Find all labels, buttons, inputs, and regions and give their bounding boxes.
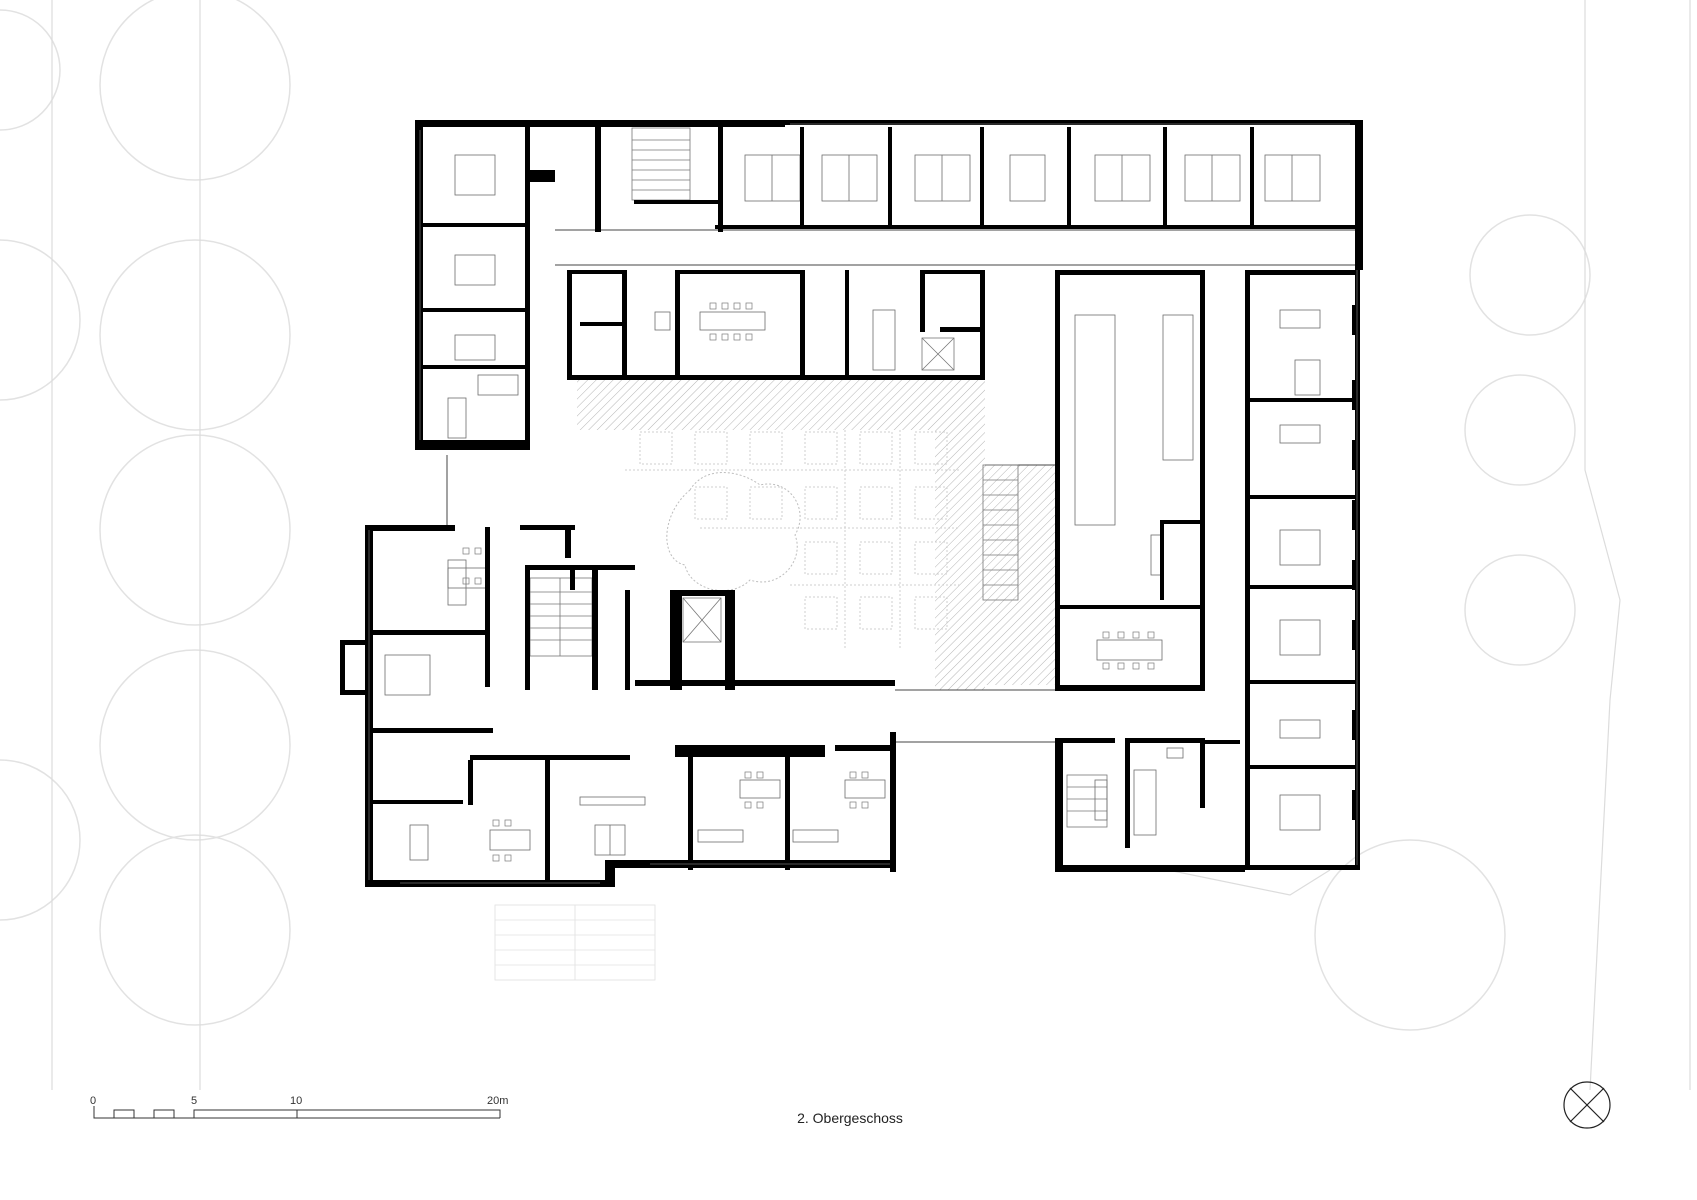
scale-tick-10: 10 [290,1095,303,1107]
scale-tick-20m: 20m [487,1095,509,1107]
scale-bar [93,1106,501,1119]
chairs [462,302,1155,862]
site-lines [51,0,1691,1091]
thin-lines [446,229,1355,743]
scale-tick-5: 5 [191,1095,198,1107]
site-trees [0,0,1591,1031]
courtyard [577,378,1055,690]
north-arrow-icon [1563,1081,1611,1129]
plan-caption: 2. Obergeschoss [797,1110,903,1126]
windows [368,123,1358,884]
scale-tick-0: 0 [90,1095,97,1107]
